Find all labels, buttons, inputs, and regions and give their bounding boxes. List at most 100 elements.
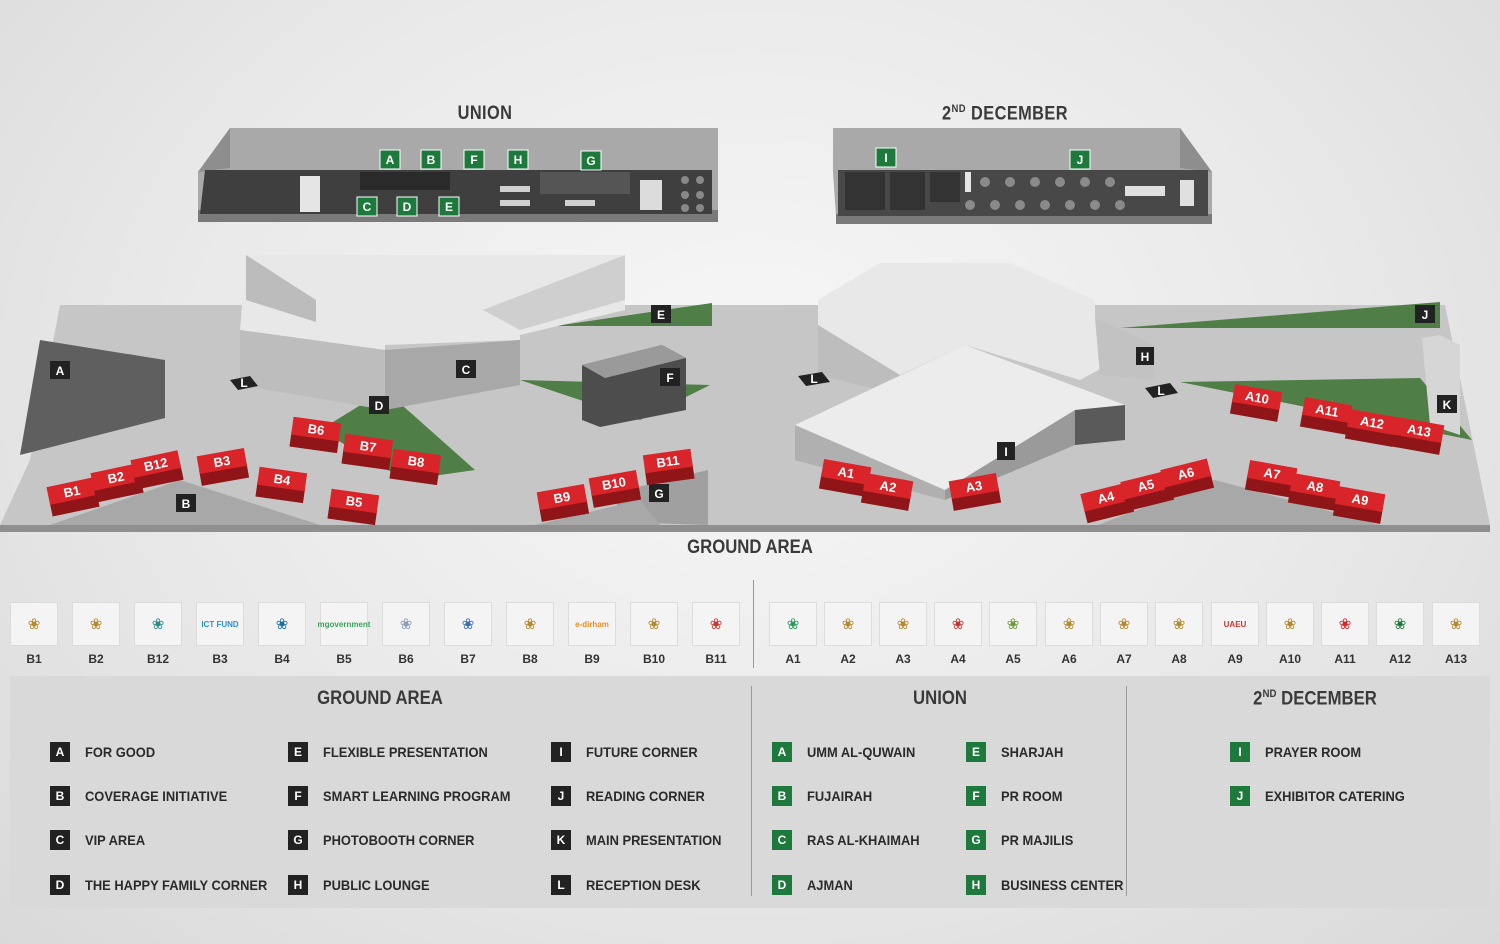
exhibitor-code: A11 <box>1334 652 1356 666</box>
exhibitor-logo-a8[interactable]: ❀ <box>1155 602 1203 646</box>
exhibitor-logo-b8[interactable]: ❀ <box>506 602 554 646</box>
exhibitor-logo-a5[interactable]: ❀ <box>989 602 1037 646</box>
legend-key-badge: E <box>288 742 308 762</box>
booth-a12[interactable]: A12 <box>1344 408 1398 447</box>
booth-a8[interactable]: A8 <box>1287 472 1341 511</box>
exhibitor-logo-b2[interactable]: ❀ <box>72 602 120 646</box>
exhibitor-logo-b5[interactable]: mgovernment <box>318 602 370 646</box>
booth-label: B6 <box>307 421 326 438</box>
booth-a3[interactable]: A3 <box>948 472 1002 511</box>
exhibitor-logo-b3[interactable]: ICT FUND <box>196 602 244 646</box>
booth-b4[interactable]: B4 <box>255 466 308 504</box>
booth-label: B11 <box>655 452 680 470</box>
legend-key-badge: A <box>772 742 792 762</box>
exhibitor-code: B6 <box>398 652 414 666</box>
booth-b3[interactable]: B3 <box>196 447 250 486</box>
emblem-icon: ❀ <box>1172 616 1186 633</box>
legend-key-badge: D <box>772 875 792 895</box>
exhibitor-logo-b12[interactable]: ❀ <box>134 602 182 646</box>
booth-label: A12 <box>1359 413 1385 432</box>
booth-b1[interactable]: B1 <box>46 477 100 517</box>
booth-a11[interactable]: A11 <box>1299 396 1353 435</box>
emblem-icon: ❀ <box>399 616 413 633</box>
booth-b11[interactable]: B11 <box>642 448 695 486</box>
exhibitor-logo-a3[interactable]: ❀ <box>879 602 927 646</box>
exhibitor-logo-b4[interactable]: ❀ <box>258 602 306 646</box>
exhibitor-logo-b7[interactable]: ❀ <box>444 602 492 646</box>
booth-b7[interactable]: B7 <box>341 433 394 471</box>
booth-a2[interactable]: A2 <box>860 472 914 511</box>
booth-b2[interactable]: B2 <box>90 463 144 503</box>
booth-label: A6 <box>1176 464 1196 483</box>
emblem-icon: UAEU <box>1223 619 1247 629</box>
booth-b12[interactable]: B12 <box>130 450 184 490</box>
exhibitor-logo-a6[interactable]: ❀ <box>1045 602 1093 646</box>
booth-label: A2 <box>879 478 898 496</box>
exhibitor-logo-a11[interactable]: ❀ <box>1321 602 1369 646</box>
exhibitor-logo-b1[interactable]: ❀ <box>10 602 58 646</box>
exhibitor-logo-a13[interactable]: ❀ <box>1432 602 1480 646</box>
exhibitor-logo-a10[interactable]: ❀ <box>1266 602 1314 646</box>
booth-b5[interactable]: B5 <box>327 488 380 526</box>
booth-a7[interactable]: A7 <box>1244 459 1298 498</box>
ground-tag-A: A <box>50 361 70 379</box>
legend-label: MAIN PRESENTATION <box>586 832 722 848</box>
exhibitor-logo-b10[interactable]: ❀ <box>630 602 678 646</box>
booth-a9[interactable]: A9 <box>1332 485 1386 524</box>
emblem-icon: ❀ <box>275 616 289 633</box>
ground-tag-L-right: L <box>1145 383 1178 398</box>
emblem-icon: ❀ <box>786 616 800 633</box>
emblem-icon: ❀ <box>709 616 723 633</box>
december-tag-J: J <box>1069 149 1091 170</box>
union-tag-E: E <box>438 196 460 217</box>
legend-label: RAS AL-KHAIMAH <box>807 832 920 848</box>
exhibitor-code: A1 <box>785 652 801 666</box>
legend-label: EXHIBITOR CATERING <box>1265 788 1405 804</box>
exhibitor-logo-b11[interactable]: ❀ <box>692 602 740 646</box>
union-tag-C: C <box>356 196 378 217</box>
exhibitor-logo-b9[interactable]: e-dirham <box>568 602 616 646</box>
booth-a6[interactable]: A6 <box>1160 458 1215 500</box>
ground-tag-K: K <box>1437 395 1457 413</box>
exhibitor-code: A12 <box>1388 652 1411 666</box>
svg-text:K: K <box>1443 398 1452 412</box>
svg-text:B: B <box>427 153 436 167</box>
exhibitor-logo-a7[interactable]: ❀ <box>1100 602 1148 646</box>
booth-b9[interactable]: B9 <box>536 483 590 522</box>
exhibitor-logo-a2[interactable]: ❀ <box>824 602 872 646</box>
booth-label: A3 <box>964 478 983 496</box>
ground-tag-D: D <box>369 396 389 414</box>
booth-a4[interactable]: A4 <box>1080 482 1135 524</box>
legend-divider-1 <box>751 686 752 896</box>
booth-b10[interactable]: B10 <box>588 469 642 508</box>
booth-b8[interactable]: B8 <box>389 448 442 486</box>
union-floor-plan <box>198 128 718 222</box>
svg-text:L: L <box>240 376 247 390</box>
legend-key-badge: C <box>772 830 792 850</box>
exhibitor-logo-a12[interactable]: ❀ <box>1376 602 1424 646</box>
booth-b6[interactable]: B6 <box>289 416 342 454</box>
svg-text:C: C <box>363 200 372 214</box>
legend-label: VIP AREA <box>85 832 146 848</box>
booth-a13[interactable]: A13 <box>1391 416 1445 455</box>
booth-a10[interactable]: A10 <box>1229 383 1283 422</box>
exhibitor-logo-a9[interactable]: UAEU <box>1211 602 1259 646</box>
exhibitor-logo-a1[interactable]: ❀ <box>769 602 817 646</box>
booth-a1[interactable]: A1 <box>818 458 872 497</box>
exhibitor-logo-a4[interactable]: ❀ <box>934 602 982 646</box>
legend-label: PUBLIC LOUNGE <box>323 877 430 893</box>
booth-a5[interactable]: A5 <box>1120 470 1175 512</box>
exhibitor-code: A5 <box>1005 652 1021 666</box>
booth-label: B12 <box>143 455 169 475</box>
exhibitor-logo-b6[interactable]: ❀ <box>382 602 430 646</box>
booth-label: A10 <box>1244 388 1270 407</box>
december-tag-I: I <box>875 147 897 168</box>
booth-label: A5 <box>1136 476 1156 495</box>
